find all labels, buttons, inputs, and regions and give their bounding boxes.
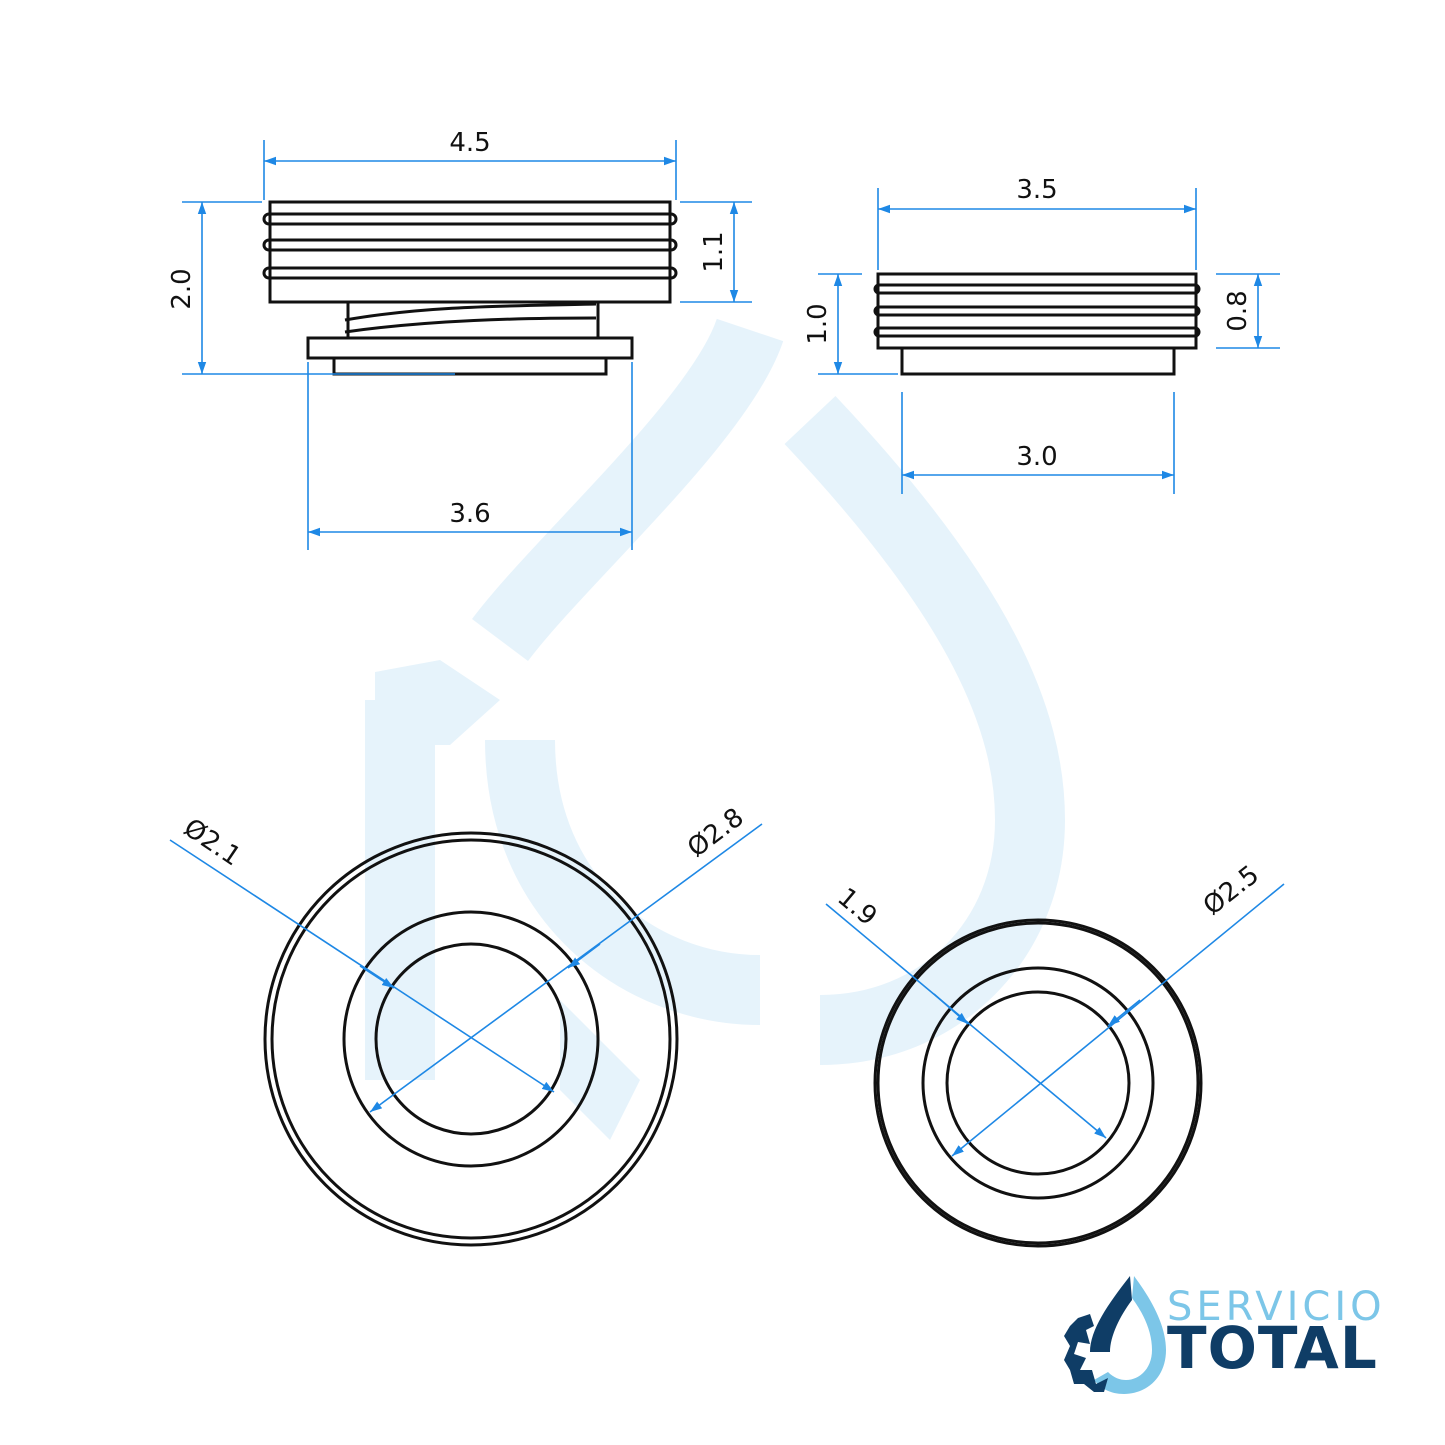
large-adapter-side-view <box>262 200 678 376</box>
large-adapter-top-view <box>263 831 679 1247</box>
brand-logo: SERVICIO TOTAL <box>1064 1276 1386 1394</box>
large-outer-circle <box>263 831 679 1247</box>
large-outer-ring <box>270 838 672 1240</box>
watermark-logo <box>365 317 1066 1140</box>
small-adapter-side-view <box>873 272 1201 376</box>
small-base <box>900 346 1176 376</box>
large-side-dimensions: 4.5 2.0 1.1 3.6 <box>167 128 752 550</box>
large-middle-circle <box>342 910 600 1168</box>
small-outer-ring <box>876 921 1200 1245</box>
large-base <box>332 356 608 376</box>
dim-small-top-width: 3.5 <box>1016 175 1057 205</box>
dim-small-height: 1.0 <box>803 303 833 344</box>
small-side-dimensions: 3.5 1.0 0.8 3.0 <box>803 175 1280 494</box>
dim-small-base-width: 3.0 <box>1016 442 1057 472</box>
dim-large-inner-dia: Ø2.1 <box>178 813 246 872</box>
dim-small-inner-dia: 1.9 <box>832 882 883 932</box>
small-inner-circle <box>945 990 1131 1176</box>
dim-top-width: 4.5 <box>449 128 490 158</box>
dim-base-width: 3.6 <box>449 499 490 529</box>
logo-line2: TOTAL <box>1167 1314 1378 1382</box>
small-middle-circle <box>921 966 1155 1200</box>
logo-line1: SERVICIO <box>1167 1284 1386 1330</box>
dim-small-outer-dia: Ø2.5 <box>1198 860 1265 922</box>
large-flange <box>306 336 634 360</box>
large-thread-ring-3 <box>262 266 678 280</box>
gear-drop-icon <box>1064 1276 1166 1394</box>
dim-total-height: 2.0 <box>167 268 197 309</box>
small-outer-circle <box>873 918 1203 1248</box>
large-inner-circle <box>374 942 568 1136</box>
dim-large-outer-dia: Ø2.8 <box>682 802 749 863</box>
large-spring-1 <box>344 302 597 322</box>
small-thread-ring-2 <box>873 305 1201 317</box>
large-thread-body <box>268 200 672 304</box>
large-thread-ring-2 <box>262 238 678 252</box>
small-thread-ring-1 <box>873 283 1201 295</box>
small-thread-ring-3 <box>873 326 1201 338</box>
large-thread-ring-1 <box>262 212 678 226</box>
dim-small-thread-height: 0.8 <box>1223 290 1253 331</box>
small-adapter-top-view <box>873 918 1203 1248</box>
dim-thread-height: 1.1 <box>699 231 729 272</box>
large-spring-2 <box>344 316 597 334</box>
